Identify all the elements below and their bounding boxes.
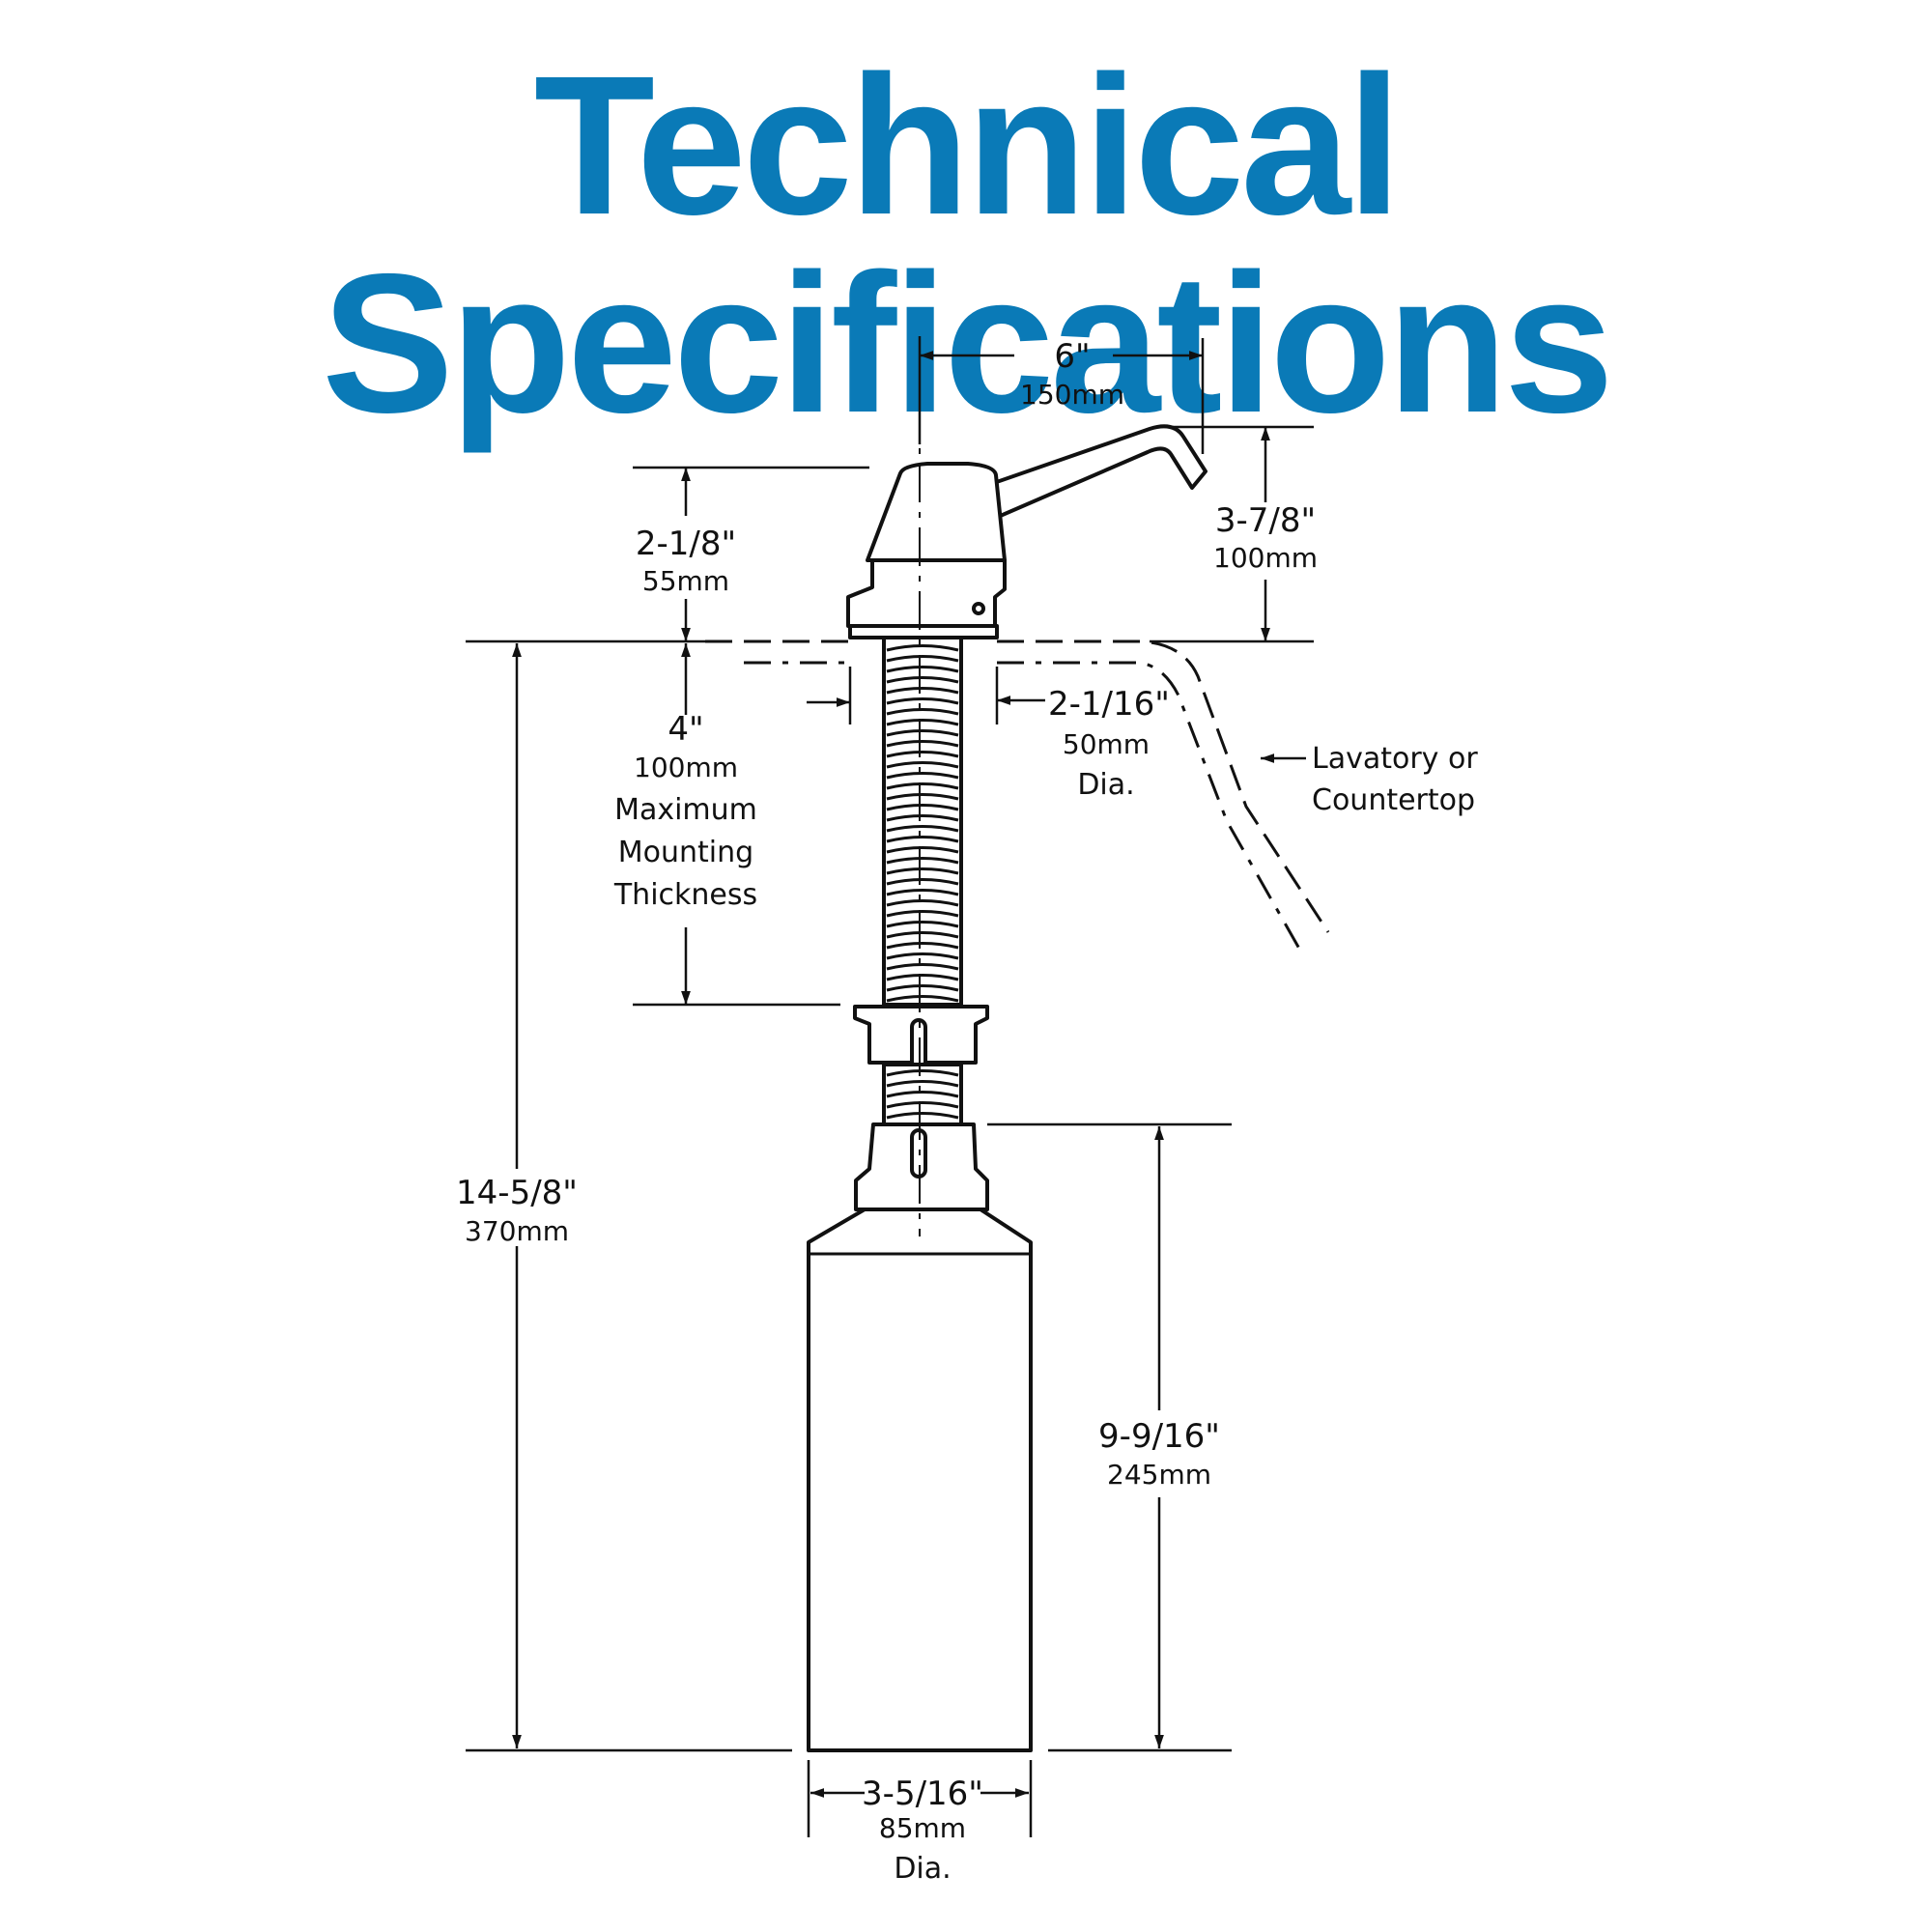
thread-line	[886, 814, 959, 822]
thread-line	[886, 782, 959, 790]
spout-height-mm: 100mm	[1213, 542, 1318, 574]
thread-line	[886, 942, 959, 950]
thread-line	[886, 655, 959, 663]
thread-line	[886, 846, 959, 854]
thread-line	[886, 676, 959, 684]
dimension-labels: 6" 150mm 3-7/8" 100mm 2-1/8" 55mm 4" 100…	[456, 337, 1478, 1886]
hole-dia-in: 2-1/16"	[1048, 685, 1170, 724]
thread-line	[886, 1069, 959, 1077]
page-title: Technical Specifications	[322, 35, 1614, 454]
collar-screw	[972, 602, 985, 615]
head-height-mm: 55mm	[642, 565, 729, 597]
thread-line	[886, 687, 959, 695]
thread-line	[886, 772, 959, 780]
thread-line	[886, 729, 959, 737]
bottle-dia-in: 3-5/16"	[862, 1775, 983, 1813]
spout-reach-in: 6"	[1054, 337, 1090, 376]
thread-line	[886, 761, 959, 769]
thread-line	[886, 867, 959, 875]
pump-collar	[846, 558, 1007, 628]
mounting-line1: Maximum	[614, 793, 757, 827]
mounting-mm: 100mm	[634, 752, 738, 783]
thread-line	[886, 836, 959, 843]
thread-line	[886, 825, 959, 833]
thread-line	[886, 889, 959, 896]
thread-line	[886, 899, 959, 907]
thread-line	[886, 793, 959, 801]
mounting-in: 4"	[668, 710, 703, 749]
thread-line	[886, 1101, 959, 1109]
bottle-height-mm: 245mm	[1107, 1459, 1211, 1491]
thread-line	[886, 921, 959, 928]
thread-line	[886, 857, 959, 865]
overall-height-in: 14-5/8"	[456, 1174, 578, 1212]
thread-line	[886, 995, 959, 1003]
hole-dia-note: Dia.	[1077, 768, 1134, 802]
thread-line	[886, 697, 959, 705]
pump-head	[866, 462, 1007, 562]
dispenser-outline	[807, 424, 1208, 1752]
thread-line	[886, 931, 959, 939]
thread-line	[886, 910, 959, 918]
thread-line	[886, 974, 959, 981]
thread-line	[886, 719, 959, 726]
shank	[882, 636, 963, 1007]
thread-line	[886, 644, 959, 652]
mounting-line2: Mounting	[618, 836, 753, 869]
bottle-height-in: 9-9/16"	[1098, 1417, 1220, 1456]
thread-line	[886, 804, 959, 811]
shank-threads	[886, 644, 959, 1120]
dimension-lines	[466, 336, 1314, 1837]
hole-dia-mm: 50mm	[1063, 728, 1150, 760]
thread-line	[886, 1112, 959, 1120]
thread-line	[886, 984, 959, 992]
thread-line	[886, 666, 959, 673]
thread-line	[886, 952, 959, 960]
bottle-dia-mm: 85mm	[879, 1812, 966, 1844]
bottle-dia-note: Dia.	[894, 1852, 951, 1886]
spout-height-in: 3-7/8"	[1215, 501, 1316, 540]
countertop	[705, 639, 1330, 950]
counter-label-line1: Lavatory or	[1312, 742, 1478, 776]
head-height-in: 2-1/8"	[636, 525, 736, 563]
spout	[964, 424, 1208, 528]
mounting-line3: Thickness	[613, 878, 757, 912]
overall-height-mm: 370mm	[465, 1215, 569, 1247]
thread-line	[886, 751, 959, 758]
thread-line	[886, 1080, 959, 1088]
spout-reach-mm: 150mm	[1020, 379, 1124, 411]
counter-label-line2: Countertop	[1312, 783, 1475, 817]
bottle	[807, 1208, 1033, 1752]
thread-line	[886, 963, 959, 971]
thread-line	[886, 1091, 959, 1098]
thread-line	[886, 708, 959, 716]
thread-line	[886, 878, 959, 886]
thread-line	[886, 740, 959, 748]
